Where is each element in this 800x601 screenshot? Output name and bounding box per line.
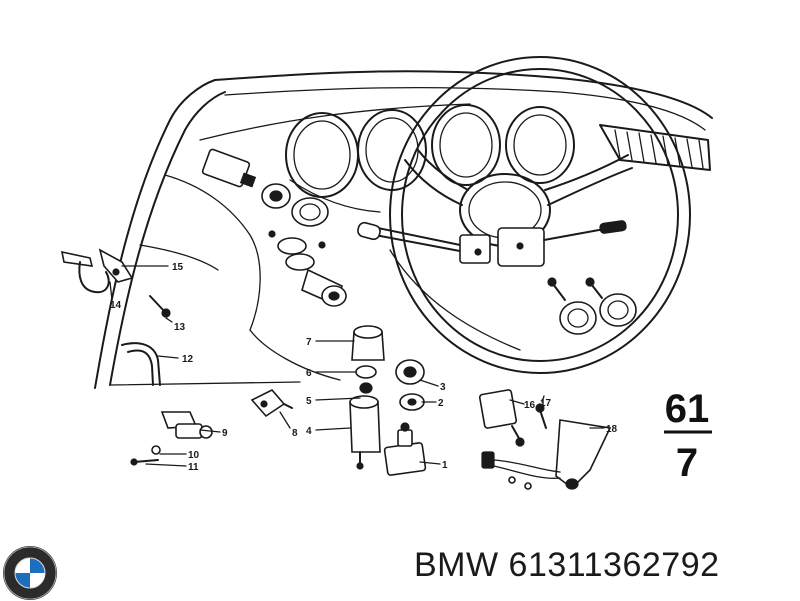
ignition-switch-assembly (201, 148, 347, 307)
parts-9-11 (130, 411, 213, 466)
callout-3: 3 (440, 382, 446, 393)
callout-13: 13 (174, 322, 186, 333)
dashboard-outline (94, 70, 713, 389)
group-number-bottom: 7 (676, 441, 698, 485)
callout-10: 10 (188, 450, 200, 461)
column-switch (357, 220, 627, 267)
callout-1: 1 (442, 460, 448, 471)
callout-17: 17 (540, 398, 552, 409)
callout-16: 16 (524, 400, 536, 411)
callout-5: 5 (306, 396, 312, 407)
group-number: 61 7 (664, 387, 712, 485)
switch-parts-1-3 (383, 359, 427, 476)
center-component-stack (349, 325, 385, 470)
part-number-text: BMW 61311362792 (414, 546, 720, 584)
parts-16-18 (478, 389, 612, 490)
callout-2: 2 (438, 398, 444, 409)
callout-labels: 15 14 13 12 7 6 5 4 3 2 1 8 9 10 11 16 1… (110, 262, 618, 473)
callout-7: 7 (306, 337, 312, 348)
instrument-cluster (285, 104, 575, 198)
callout-15: 15 (172, 262, 184, 273)
callout-18: 18 (606, 424, 618, 435)
callout-9: 9 (222, 428, 228, 439)
callout-8: 8 (292, 428, 298, 439)
door-parts-left (60, 248, 171, 386)
callout-11: 11 (188, 462, 199, 473)
callout-14: 14 (110, 300, 122, 311)
dash-switches-right (547, 277, 637, 335)
callout-leaders (109, 265, 605, 467)
callout-6: 6 (306, 368, 312, 379)
group-number-top: 61 (665, 387, 710, 431)
part-8 (250, 389, 293, 418)
bmw-roundel-icon (3, 546, 57, 600)
callout-12: 12 (182, 354, 194, 365)
callout-4: 4 (306, 426, 312, 437)
steering-wheel (389, 56, 691, 374)
